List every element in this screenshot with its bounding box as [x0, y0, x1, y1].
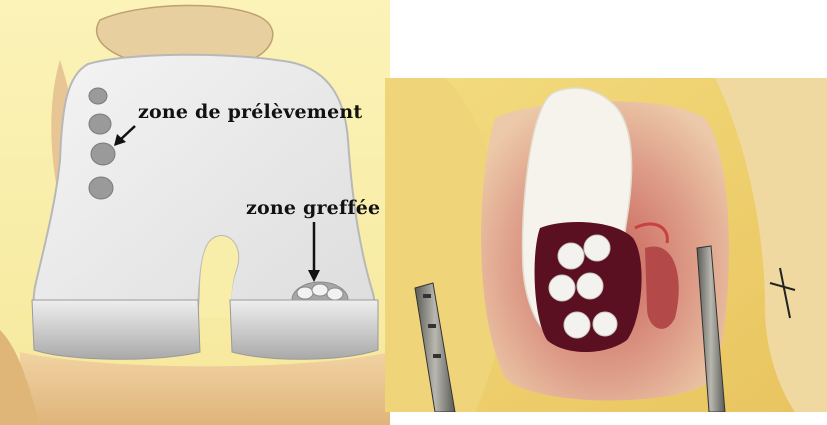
meniscus-left [32, 300, 200, 359]
surgical-photo-panel [385, 78, 827, 412]
surgical-photo [385, 78, 827, 412]
harvest-zone-label: zone de prélèvement [138, 101, 362, 123]
meniscus-right [230, 300, 378, 359]
grafted-zone-label: zone greffée [246, 197, 380, 219]
knee-illustration-panel: zone de prélèvement zone greffée [0, 0, 390, 425]
